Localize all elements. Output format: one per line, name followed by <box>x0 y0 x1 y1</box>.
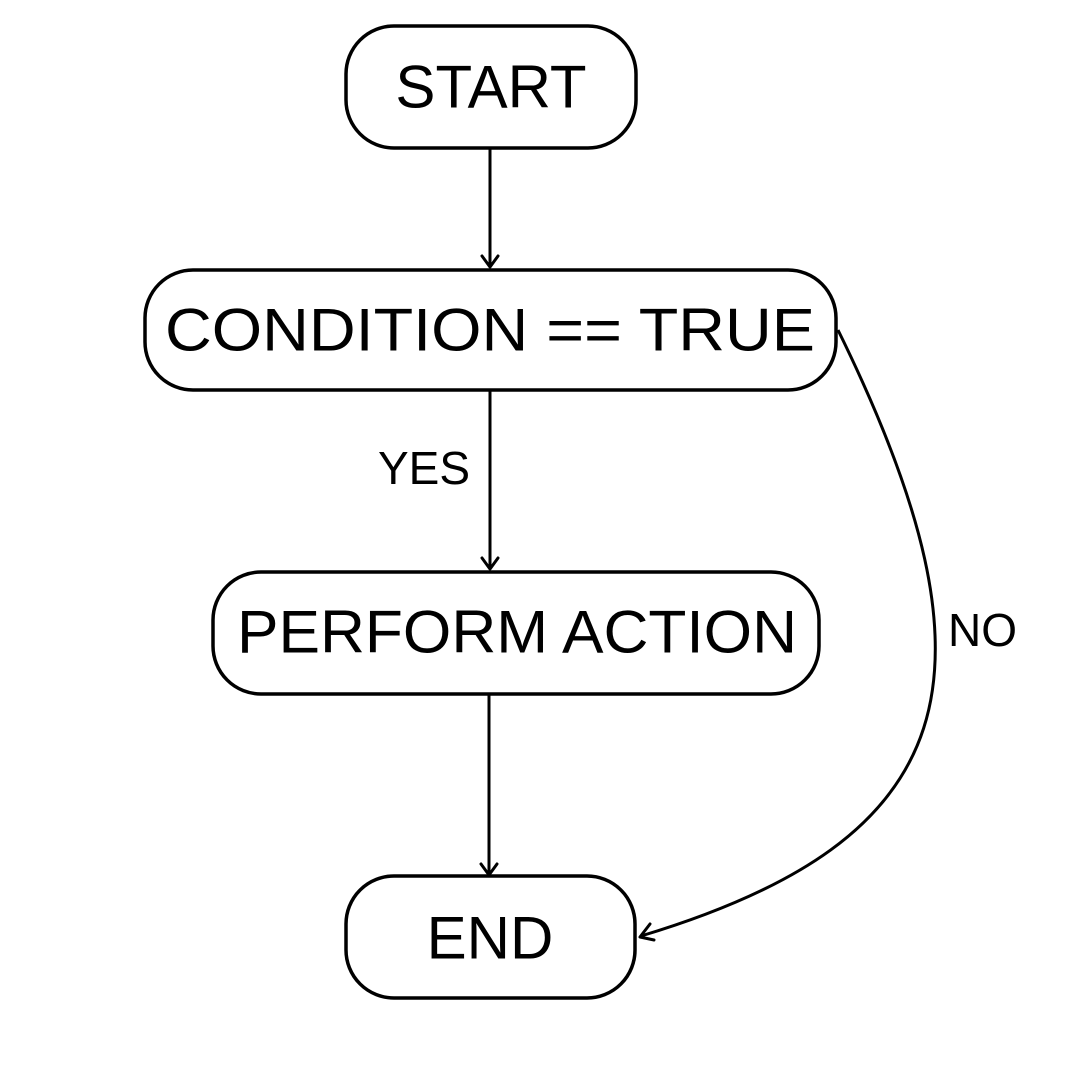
edge-action-to-end <box>479 694 499 877</box>
node-condition-label: CONDITION == TRUE <box>165 297 815 364</box>
arrowhead-icon <box>480 556 500 571</box>
node-action: PERFORM ACTION <box>211 570 821 696</box>
node-end-label: END <box>427 905 554 972</box>
edge-condition-to-end <box>638 329 937 942</box>
node-start-label: START <box>395 54 586 121</box>
node-condition: CONDITION == TRUE <box>143 268 838 392</box>
arrowhead-icon <box>638 922 656 942</box>
node-end: END <box>344 874 637 1000</box>
edge-start-to-condition <box>480 148 500 269</box>
arrowhead-icon <box>480 254 500 269</box>
node-start: START <box>344 24 638 150</box>
node-action-label: PERFORM ACTION <box>237 599 797 666</box>
edge-label-no: NO <box>948 604 1017 656</box>
edge-label-yes: YES <box>378 442 470 494</box>
edge-condition-to-action <box>480 390 500 571</box>
